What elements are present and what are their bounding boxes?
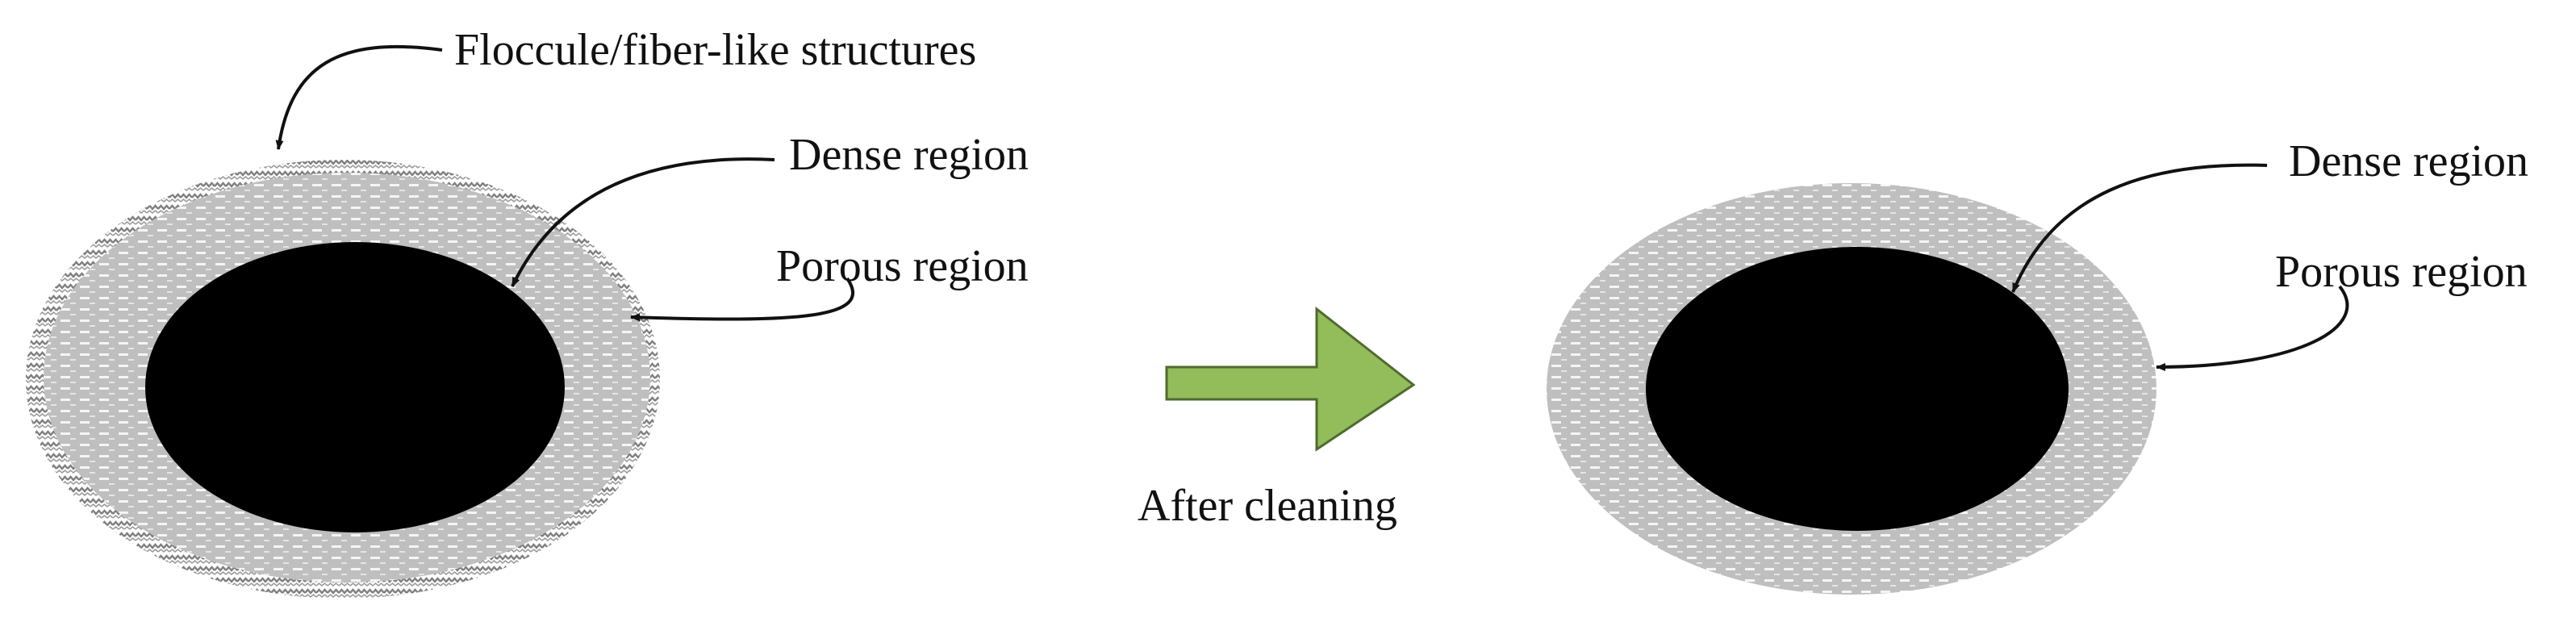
after-cleaning-label: After cleaning xyxy=(1138,481,1397,531)
right-leader-lines xyxy=(2011,163,2349,371)
left-leader-lines xyxy=(275,44,855,322)
floccule-label: Floccule/fiber-like structures xyxy=(454,25,976,75)
left-particle xyxy=(26,160,660,599)
right-dense-leader-line xyxy=(2011,163,2268,293)
transition: After cleaning xyxy=(1138,306,1416,531)
right-arrow-icon xyxy=(1165,306,1416,452)
left-dense-leader-line xyxy=(511,157,775,287)
right-porous-leader-line xyxy=(2156,285,2349,371)
right-particle xyxy=(1547,183,2156,595)
right-dense-label: Dense region xyxy=(2289,136,2528,186)
left-dense-label: Dense region xyxy=(789,130,1029,180)
left-dense-region xyxy=(145,242,565,532)
floccule-leader-line xyxy=(275,44,443,150)
right-dense-region xyxy=(1646,247,2069,531)
left-porous-leader-line xyxy=(630,277,855,322)
right-porous-label: Porous region xyxy=(2275,247,2528,297)
left-porous-label: Porous region xyxy=(776,241,1029,291)
